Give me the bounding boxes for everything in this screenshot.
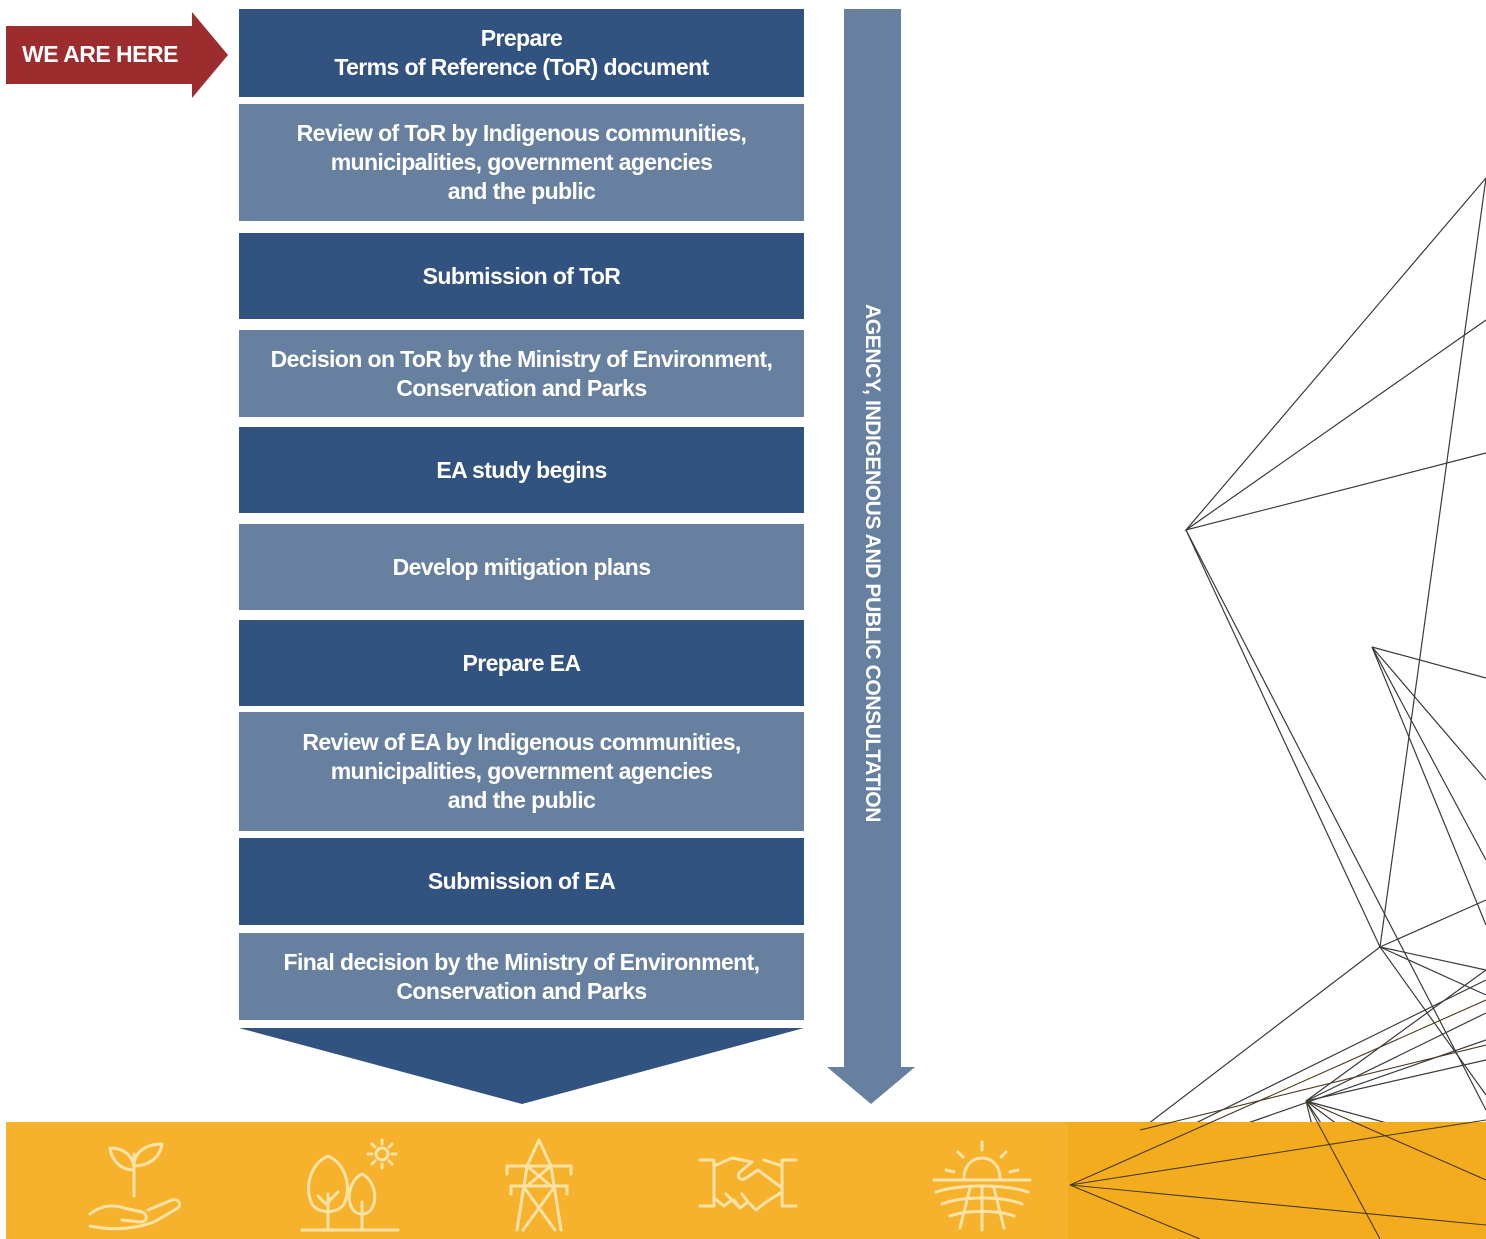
step-label: Decision on ToR by the Ministry of Envir… <box>270 345 773 401</box>
step-label: Develop mitigation plans <box>392 553 651 580</box>
step-ea-study-begins: EA study begins <box>239 427 804 513</box>
step-label: Review of ToR by Indigenous communities,… <box>296 120 747 204</box>
step-label: Prepare Terms of Reference (ToR) documen… <box>334 25 709 80</box>
handshake-icon <box>698 1156 798 1212</box>
trees-icon <box>300 1138 400 1232</box>
step-review-ea: Review of EA by Indigenous communities, … <box>239 712 804 831</box>
step-final-decision: Final decision by the Ministry of Enviro… <box>239 933 804 1020</box>
sun-fields-icon <box>932 1140 1032 1232</box>
consultation-arrow-shape <box>827 9 915 1104</box>
footer-band-accent <box>1068 1122 1486 1239</box>
we-are-here-arrow-shape <box>6 12 228 98</box>
step-label: Prepare EA <box>462 649 581 676</box>
step-label: Submission of ToR <box>422 262 621 289</box>
step-submission-ea: Submission of EA <box>239 838 804 925</box>
consultation-arrow <box>827 9 915 1104</box>
chevron-shape <box>239 1028 804 1104</box>
hand-plant-icon <box>88 1142 182 1231</box>
we-are-here-label: WE ARE HERE <box>22 41 178 67</box>
step-label: Review of EA by Indigenous communities, … <box>302 729 741 813</box>
step-prepare-ea: Prepare EA <box>239 620 804 706</box>
step-develop-mitigation: Develop mitigation plans <box>239 524 804 610</box>
step-label: EA study begins <box>436 456 607 483</box>
step-prepare-tor: Prepare Terms of Reference (ToR) documen… <box>239 9 804 97</box>
transmission-tower-icon <box>505 1138 573 1232</box>
flow-chevron-down <box>239 1028 804 1104</box>
step-decision-tor: Decision on ToR by the Ministry of Envir… <box>239 330 804 417</box>
step-label: Final decision by the Ministry of Enviro… <box>283 948 761 1004</box>
step-submission-tor: Submission of ToR <box>239 233 804 319</box>
step-review-tor: Review of ToR by Indigenous communities,… <box>239 104 804 221</box>
step-label: Submission of EA <box>427 868 616 894</box>
we-are-here-marker <box>6 12 228 98</box>
